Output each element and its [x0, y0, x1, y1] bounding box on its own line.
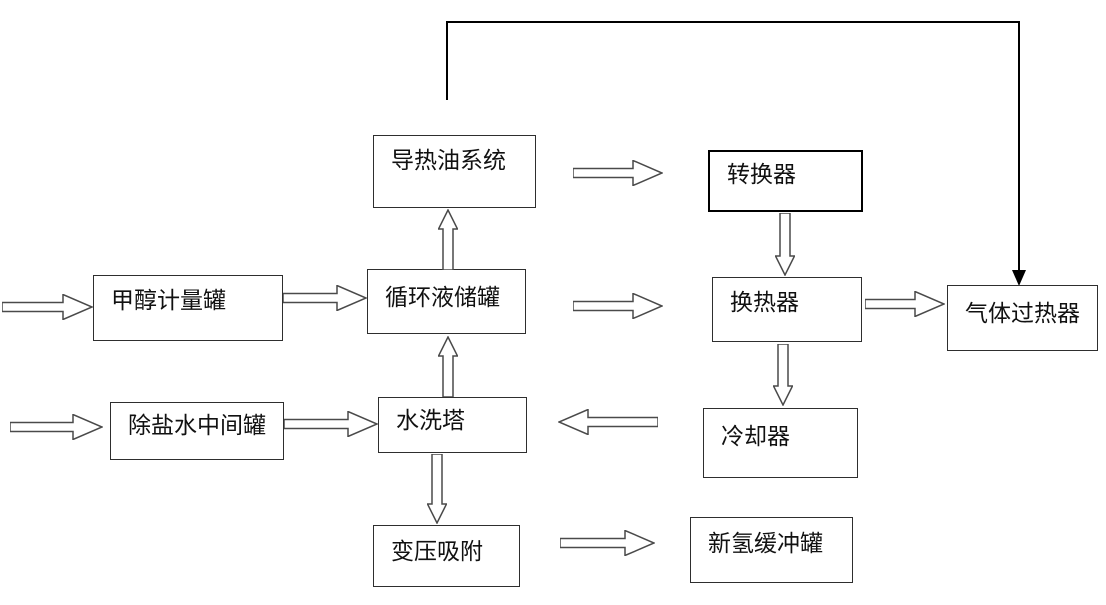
box-heat-oil-system: 导热油系统 — [373, 135, 536, 208]
arrow-circulating-to-heat-exchanger — [573, 293, 663, 319]
arrow-heat-exchanger-to-superheater — [865, 291, 945, 317]
box-demineralized-water-tank: 除盐水中间罐 — [110, 402, 284, 460]
arrow-psa-to-buffer-tank — [560, 530, 655, 556]
arrow-heat-oil-to-converter — [573, 160, 663, 186]
box-cooler-label: 冷却器 — [721, 424, 790, 449]
box-circulating-liquid-tank: 循环液储罐 — [367, 269, 526, 334]
arrow-feed-to-methanol-tank — [2, 294, 93, 320]
box-water-wash-tower-label: 水洗塔 — [396, 408, 465, 433]
box-converter: 转换器 — [708, 150, 863, 212]
box-methanol-metering-tank: 甲醇计量罐 — [93, 275, 283, 341]
box-pressure-swing-adsorption: 变压吸附 — [373, 525, 520, 587]
box-heat-oil-system-label: 导热油系统 — [391, 148, 506, 173]
box-fresh-hydrogen-buffer-tank-label: 新氢缓冲罐 — [708, 531, 823, 556]
box-fresh-hydrogen-buffer-tank: 新氢缓冲罐 — [690, 517, 853, 583]
arrow-wash-tower-to-psa — [427, 454, 447, 524]
arrow-methanol-to-circulating-tank — [283, 285, 367, 311]
box-gas-superheater: 气体过热器 — [947, 285, 1098, 351]
arrow-converter-to-heat-exchanger — [775, 213, 795, 276]
box-pressure-swing-adsorption-label: 变压吸附 — [391, 539, 483, 564]
arrow-circulating-to-heat-oil — [438, 209, 458, 270]
arrow-wash-tower-to-circulating — [438, 336, 458, 397]
feedback-line — [446, 21, 1020, 272]
arrow-demin-tank-to-wash-tower — [284, 411, 378, 437]
arrow-heat-exchanger-to-cooler — [773, 344, 793, 406]
arrow-water-feed-to-demin-tank — [10, 414, 103, 440]
feedback-arrowhead-icon — [1012, 270, 1026, 286]
arrow-cooler-to-wash-tower — [558, 409, 658, 435]
box-heat-exchanger: 换热器 — [712, 277, 862, 342]
box-heat-exchanger-label: 换热器 — [730, 290, 799, 315]
box-methanol-metering-tank-label: 甲醇计量罐 — [111, 288, 226, 313]
box-gas-superheater-label: 气体过热器 — [965, 301, 1080, 326]
box-water-wash-tower: 水洗塔 — [378, 397, 527, 453]
box-demineralized-water-tank-label: 除盐水中间罐 — [128, 413, 266, 438]
box-converter-label: 转换器 — [727, 162, 796, 187]
box-circulating-liquid-tank-label: 循环液储罐 — [385, 285, 500, 310]
box-cooler: 冷却器 — [703, 408, 858, 478]
